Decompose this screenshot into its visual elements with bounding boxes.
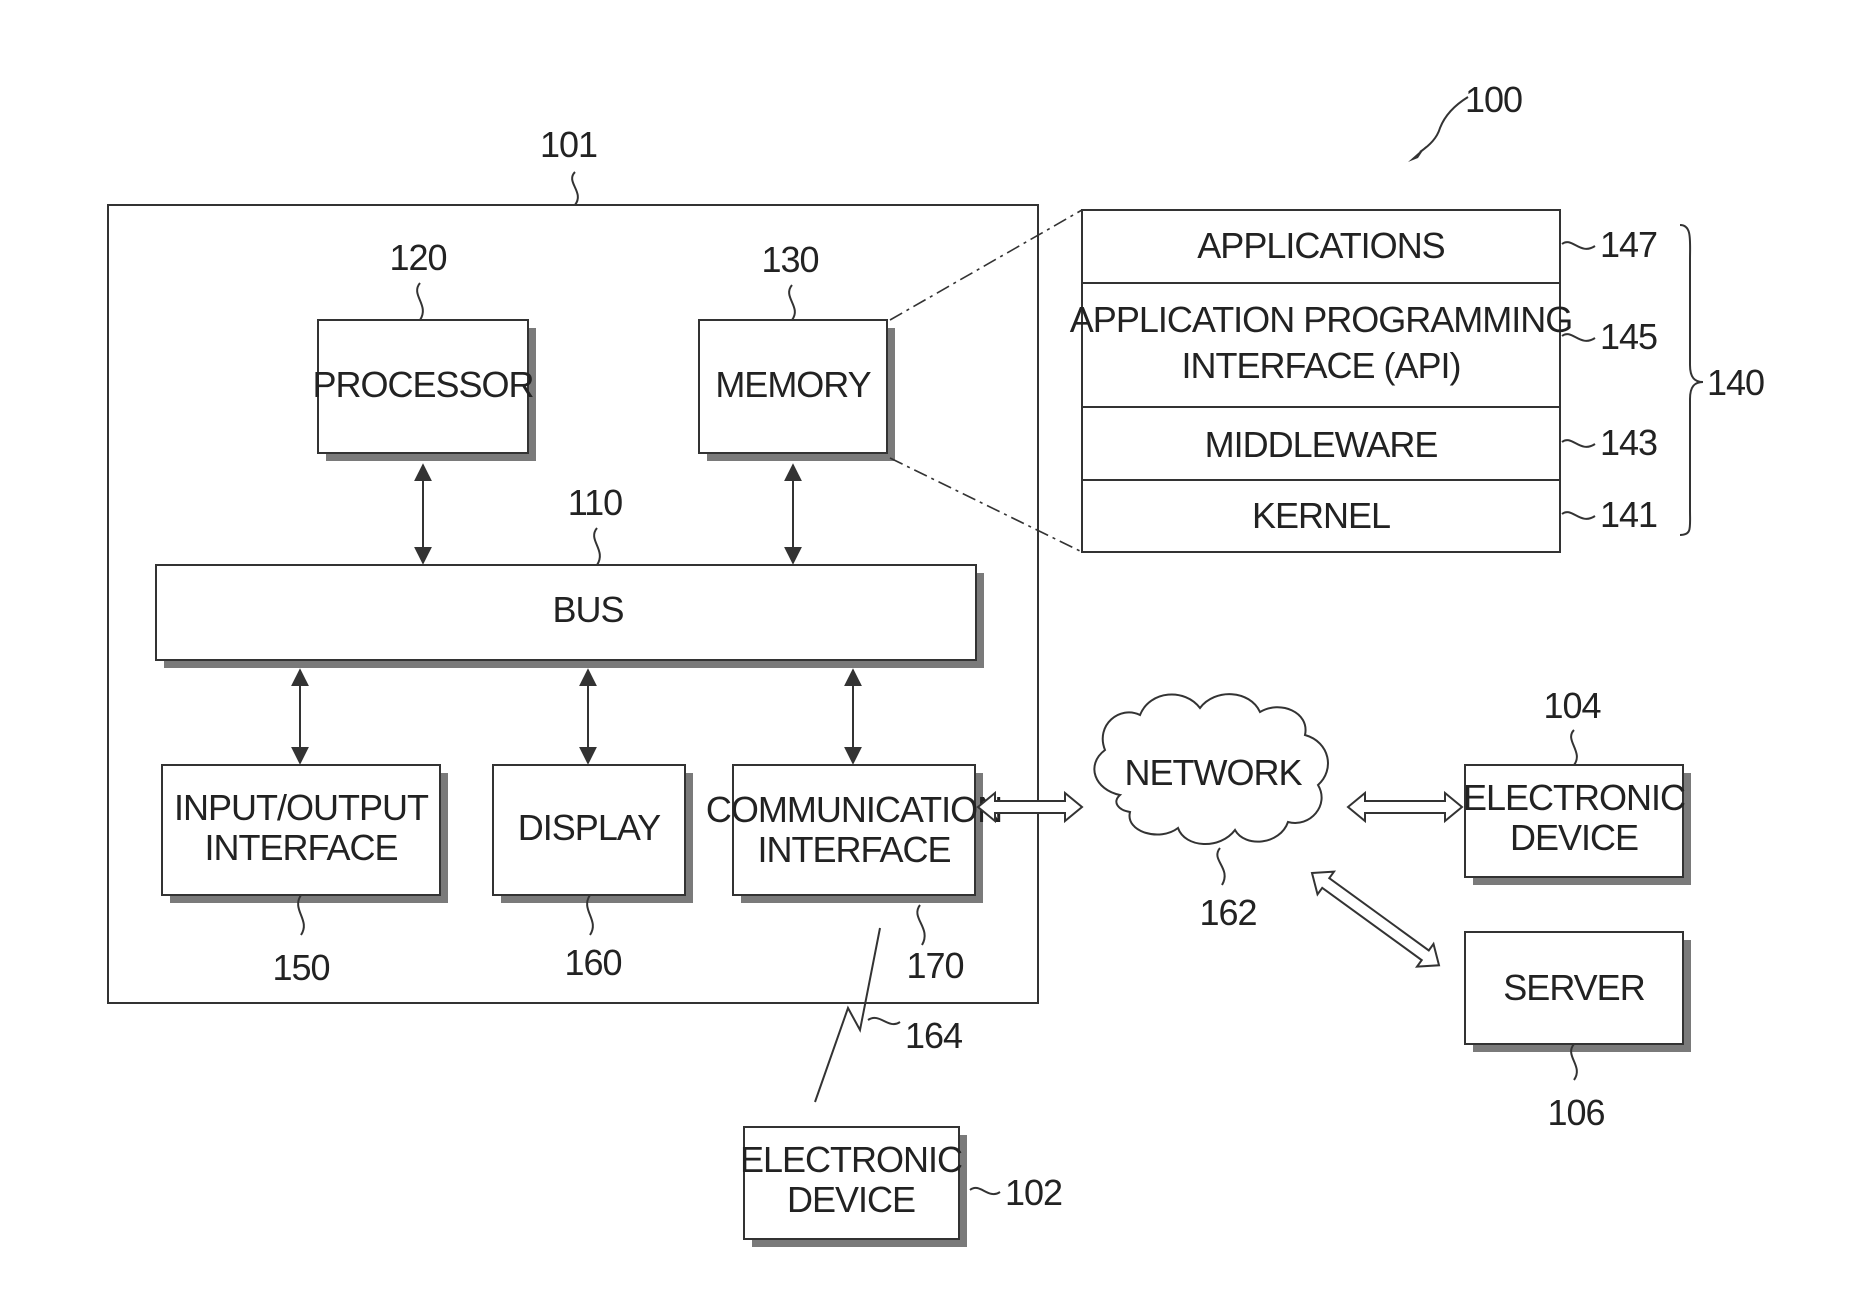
svg-text:INTERFACE: INTERFACE: [204, 827, 397, 868]
svg-text:164: 164: [905, 1015, 962, 1056]
electronic-device-104-block: ELECTRONIC DEVICE 104: [1463, 685, 1691, 885]
svg-text:160: 160: [564, 942, 621, 983]
bus-block: BUS 110: [156, 482, 984, 668]
memory-expansion-lines: [890, 210, 1082, 552]
svg-text:141: 141: [1600, 494, 1657, 535]
svg-text:PROCESSOR: PROCESSOR: [312, 364, 533, 405]
stack-brace: [1680, 225, 1703, 535]
svg-text:150: 150: [272, 947, 329, 988]
memory-block: MEMORY 130: [699, 239, 895, 461]
svg-text:104: 104: [1543, 685, 1600, 726]
lightning-bolt: [815, 928, 880, 1102]
api-layer-line2: INTERFACE (API): [1181, 345, 1460, 386]
svg-text:NETWORK: NETWORK: [1125, 752, 1303, 793]
svg-text:110: 110: [568, 482, 622, 523]
middleware-layer: MIDDLEWARE: [1205, 424, 1438, 465]
svg-text:INPUT/OUTPUT: INPUT/OUTPUT: [174, 787, 429, 828]
svg-text:DEVICE: DEVICE: [1510, 817, 1638, 858]
figure-reference: 100: [1408, 79, 1522, 162]
svg-text:101: 101: [540, 124, 597, 165]
program-stack: APPLICATIONS APPLICATION PROGRAMMING INT…: [1070, 210, 1764, 552]
processor-block: PROCESSOR 120: [312, 237, 536, 461]
applications-layer: APPLICATIONS: [1197, 225, 1444, 266]
svg-text:ELECTRONIC: ELECTRONIC: [1463, 777, 1685, 818]
network-server-arrow: [1304, 862, 1447, 977]
svg-text:DISPLAY: DISPLAY: [518, 807, 661, 848]
api-layer-line1: APPLICATION PROGRAMMING: [1070, 299, 1572, 340]
svg-text:DEVICE: DEVICE: [787, 1179, 915, 1220]
svg-text:102: 102: [1005, 1172, 1062, 1213]
svg-text:143: 143: [1600, 422, 1657, 463]
svg-text:SERVER: SERVER: [1503, 967, 1644, 1008]
svg-text:147: 147: [1600, 224, 1657, 265]
svg-text:INTERFACE: INTERFACE: [757, 829, 950, 870]
svg-text:106: 106: [1547, 1092, 1604, 1133]
svg-text:100: 100: [1465, 79, 1522, 120]
svg-text:170: 170: [906, 945, 963, 986]
communication-interface-block: COMMUNICATION INTERFACE 170: [706, 765, 1002, 986]
svg-text:BUS: BUS: [552, 589, 623, 630]
svg-text:COMMUNICATION: COMMUNICATION: [706, 789, 1002, 830]
network-device104-arrow: [1348, 793, 1462, 821]
svg-text:MEMORY: MEMORY: [715, 364, 871, 405]
comm-network-arrow: [978, 793, 1082, 821]
electronic-device-102-block: ELECTRONIC DEVICE 102: [740, 1127, 1062, 1247]
svg-text:ELECTRONIC: ELECTRONIC: [740, 1139, 962, 1180]
network-cloud: NETWORK 162: [1094, 694, 1328, 933]
svg-text:140: 140: [1707, 362, 1764, 403]
display-block: DISPLAY 160: [493, 765, 693, 983]
svg-text:162: 162: [1199, 892, 1256, 933]
io-interface-block: INPUT/OUTPUT INTERFACE 150: [162, 765, 448, 988]
svg-text:120: 120: [389, 237, 446, 278]
kernel-layer: KERNEL: [1252, 495, 1390, 536]
svg-text:130: 130: [761, 239, 818, 280]
server-block: SERVER 106: [1465, 932, 1691, 1133]
svg-text:145: 145: [1600, 316, 1657, 357]
